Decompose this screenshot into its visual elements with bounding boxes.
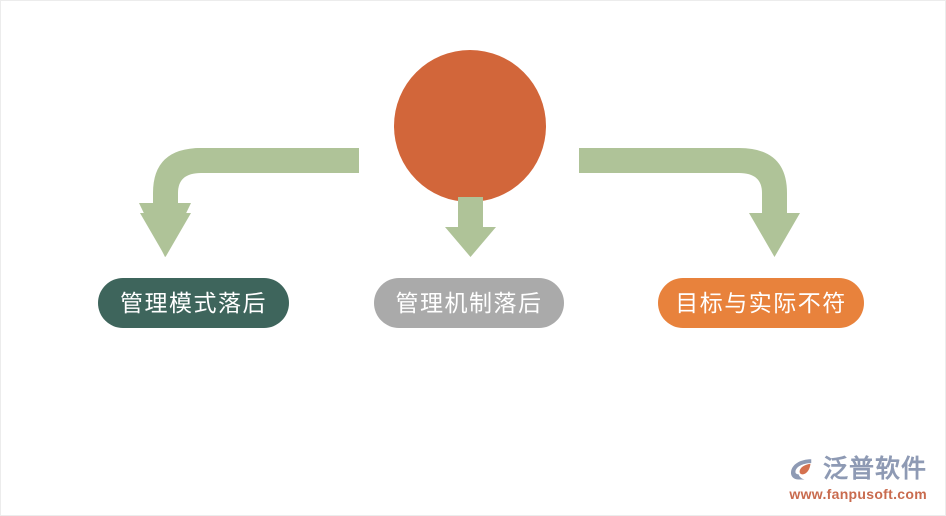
central-node-label	[394, 50, 546, 202]
watermark-brand-row: 泛普软件	[788, 454, 927, 484]
outcome-pill-1-label: 管理模式落后	[120, 289, 267, 316]
straight-arrow-center	[445, 197, 496, 257]
central-node[interactable]	[394, 50, 546, 202]
outcome-pill-3[interactable]: 目标与实际不符	[658, 278, 864, 328]
outcome-pill-3-label: 目标与实际不符	[675, 289, 847, 316]
outcome-pill-1[interactable]: 管理模式落后	[98, 278, 289, 328]
outcome-pill-2[interactable]: 管理机制落后	[374, 278, 564, 328]
elbow-arrow-right-head	[749, 197, 800, 257]
elbow-arrow-right-body	[579, 148, 787, 204]
outcome-pill-2-label: 管理机制落后	[395, 289, 543, 316]
watermark-url-text: www.fanpusoft.com	[789, 486, 927, 502]
elbow-arrow-left-body	[153, 148, 359, 204]
elbow-arrow-left	[139, 148, 359, 257]
watermark: 泛普软件 www.fanpusoft.com	[788, 454, 927, 501]
elbow-arrow-left-head	[140, 197, 191, 257]
fanpu-logo-icon	[790, 459, 812, 480]
watermark-brand-text: 泛普软件	[822, 454, 927, 483]
